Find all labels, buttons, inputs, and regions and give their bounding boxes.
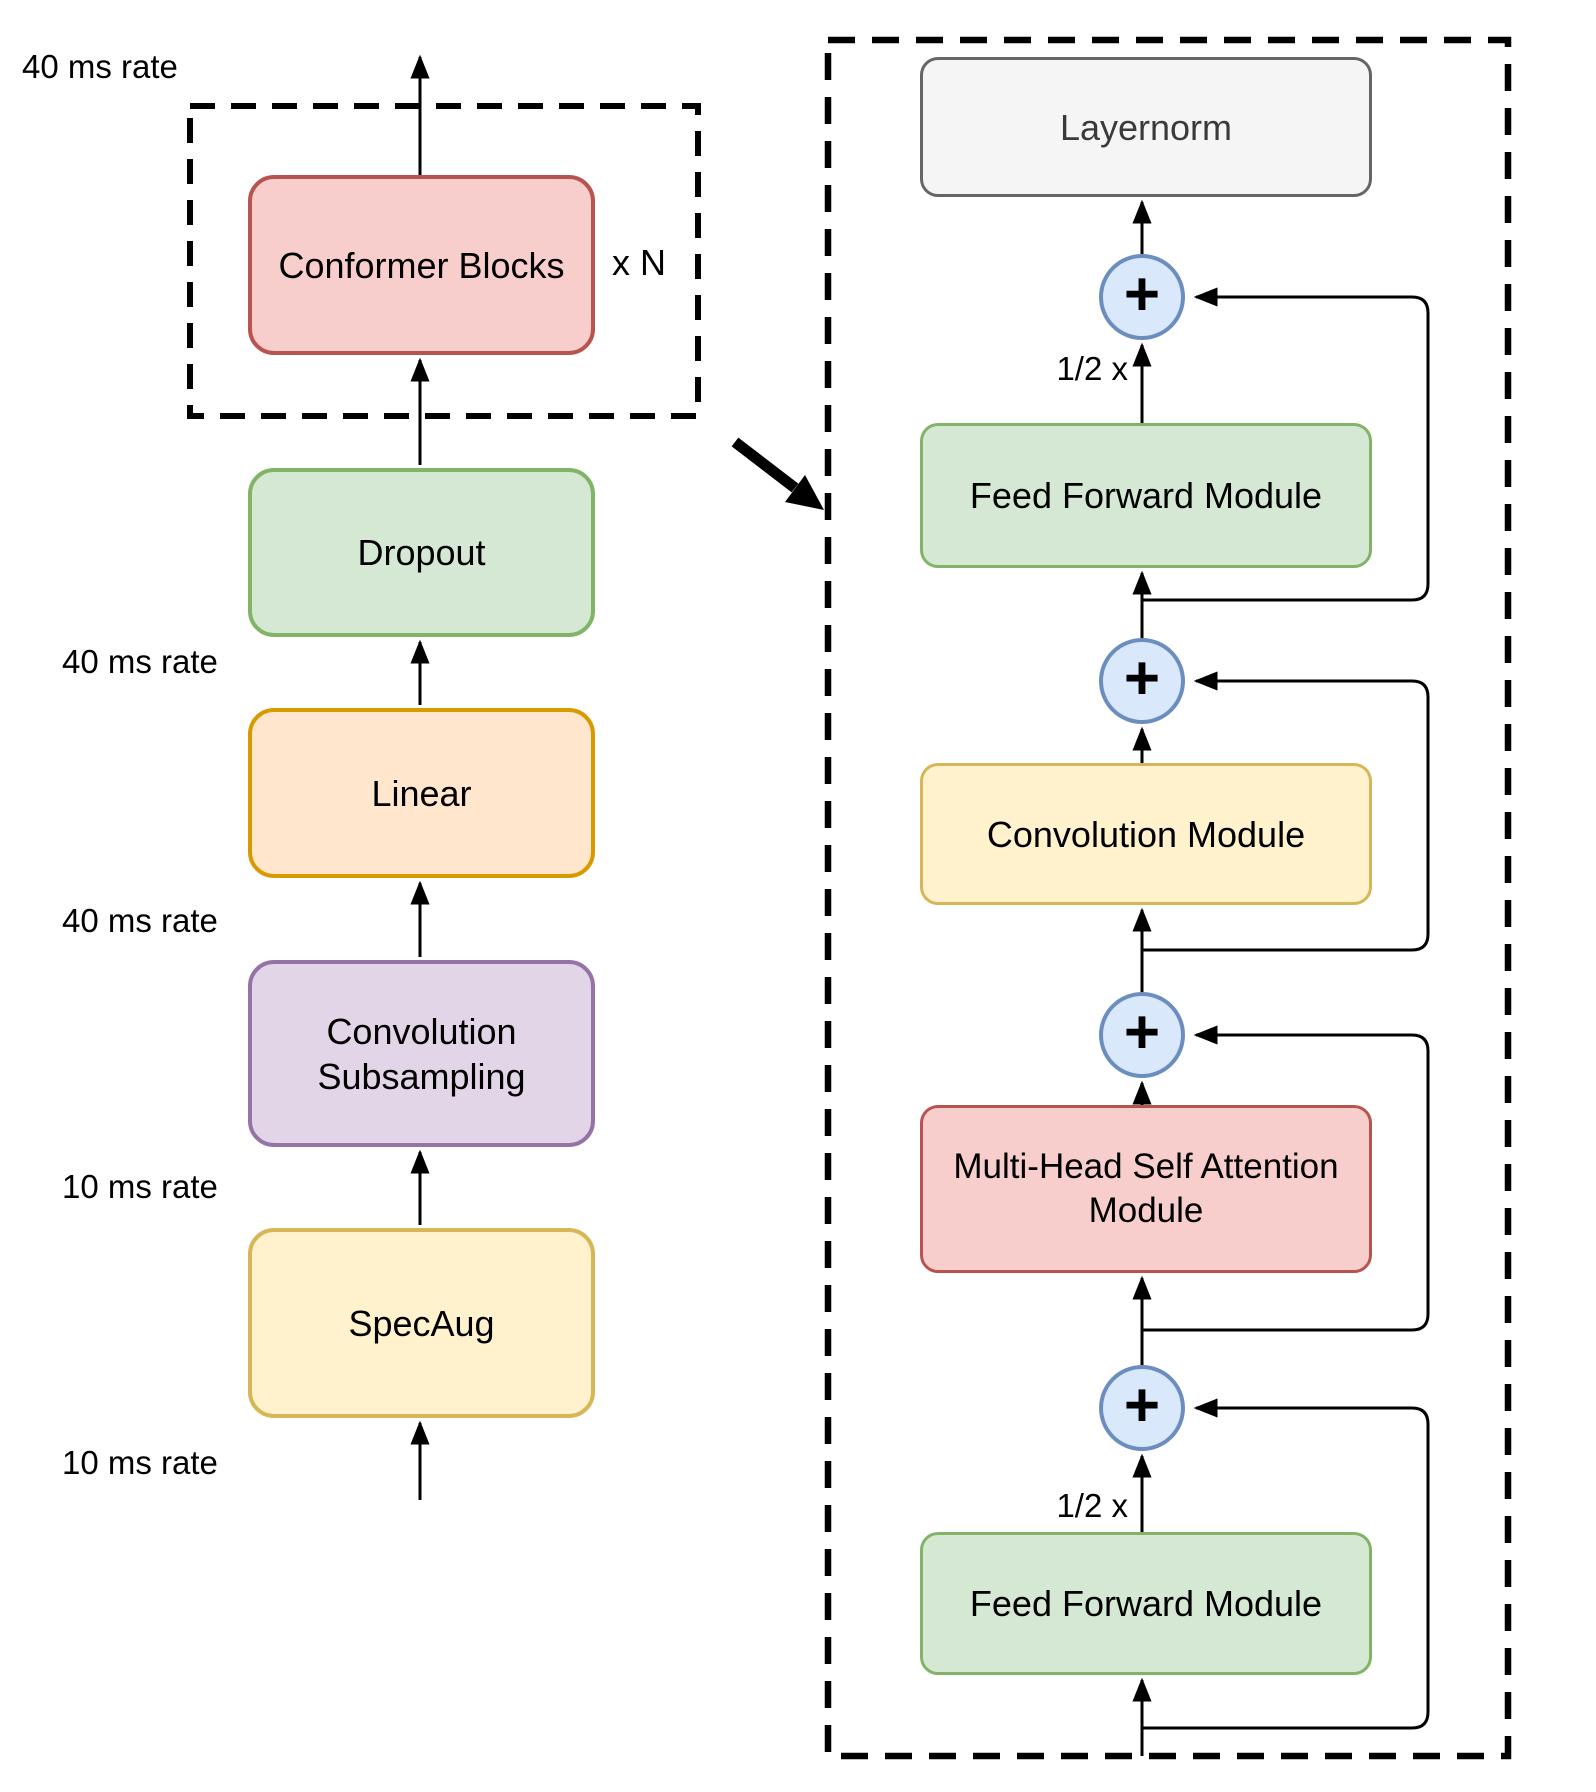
rate-label-linear-input: 40 ms rate — [62, 902, 218, 939]
linear-label: Linear — [371, 772, 472, 814]
conformer-blocks-label: Conformer Blocks — [278, 244, 565, 286]
feed-forward-module-bottom-label: Feed Forward Module — [969, 1583, 1323, 1624]
rate-label-dropout-input: 40 ms rate — [62, 643, 218, 680]
residual-skip-convmod — [1142, 671, 1430, 952]
convolution-subsampling-label: Convolution Subsampling — [317, 1010, 526, 1097]
feed-forward-module-top-box: Feed Forward Module — [920, 423, 1372, 568]
residual-skip-ffm-top — [1142, 287, 1430, 602]
adder-circle-1: + — [1099, 254, 1185, 340]
linear-box: Linear — [248, 708, 595, 878]
convolution-module-box: Convolution Module — [920, 763, 1372, 905]
repeat-count-label: x N — [612, 242, 666, 283]
convolution-module-label: Convolution Module — [986, 813, 1306, 855]
half-scale-label-bottom: 1/2 x — [1056, 1487, 1128, 1524]
adder-circle-2: + — [1099, 638, 1185, 724]
dropout-box: Dropout — [248, 468, 595, 637]
feed-forward-module-bottom-box: Feed Forward Module — [920, 1532, 1372, 1675]
multi-head-self-attention-box: Multi-Head Self Attention Module — [920, 1105, 1372, 1273]
conformer-blocks-box: Conformer Blocks — [248, 175, 595, 355]
rate-label-specaug-input: 10 ms rate — [62, 1444, 218, 1481]
adder-circle-4: + — [1099, 1365, 1185, 1451]
dashed-region-conformer-blocks — [187, 103, 701, 419]
feed-forward-module-top-label: Feed Forward Module — [969, 475, 1323, 516]
adder-circle-3: + — [1099, 992, 1185, 1078]
zoom-arrow — [731, 437, 824, 510]
specaug-box: SpecAug — [248, 1228, 595, 1418]
specaug-label: SpecAug — [348, 1302, 495, 1344]
plus-icon: + — [1123, 644, 1161, 713]
plus-icon: + — [1123, 260, 1161, 329]
layernorm-box: Layernorm — [920, 57, 1372, 197]
rate-label-output: 40 ms rate — [22, 48, 178, 85]
plus-icon: + — [1123, 998, 1161, 1067]
residual-skip-ffm-bottom — [1142, 1398, 1430, 1730]
rate-label-convsub-input: 10 ms rate — [62, 1168, 218, 1205]
dropout-label: Dropout — [357, 532, 486, 573]
plus-icon: + — [1123, 1371, 1161, 1440]
half-scale-label-top: 1/2 x — [1056, 350, 1128, 387]
layernorm-label: Layernorm — [1059, 106, 1233, 148]
convolution-subsampling-box: Convolution Subsampling — [248, 960, 595, 1147]
residual-skip-mhsa — [1142, 1025, 1430, 1332]
dashed-region-block-detail — [824, 36, 1512, 1760]
multi-head-self-attention-label: Multi-Head Self Attention Module — [953, 1147, 1339, 1230]
residual-connections — [1142, 287, 1430, 1730]
